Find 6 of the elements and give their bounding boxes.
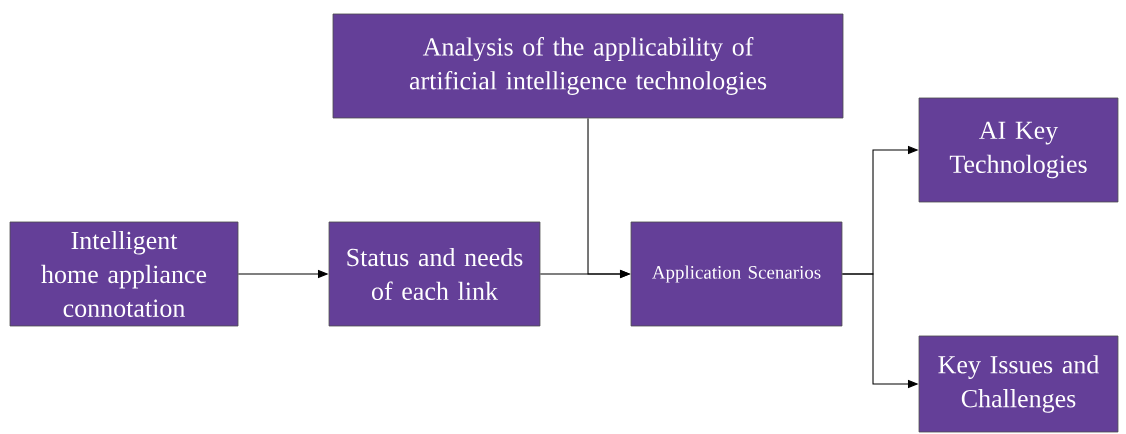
process-box: AI Key Technologies: [918, 97, 1119, 203]
process-box: Intelligent home appliance connotation: [9, 221, 239, 327]
process-box: Application Scenarios: [630, 221, 843, 327]
process-box: Status and needs of each link: [328, 221, 541, 327]
process-box: Analysis of the applicability of artificial intelligence technologies: [332, 13, 844, 119]
process-box: Key Issues and Challenges: [918, 335, 1119, 433]
